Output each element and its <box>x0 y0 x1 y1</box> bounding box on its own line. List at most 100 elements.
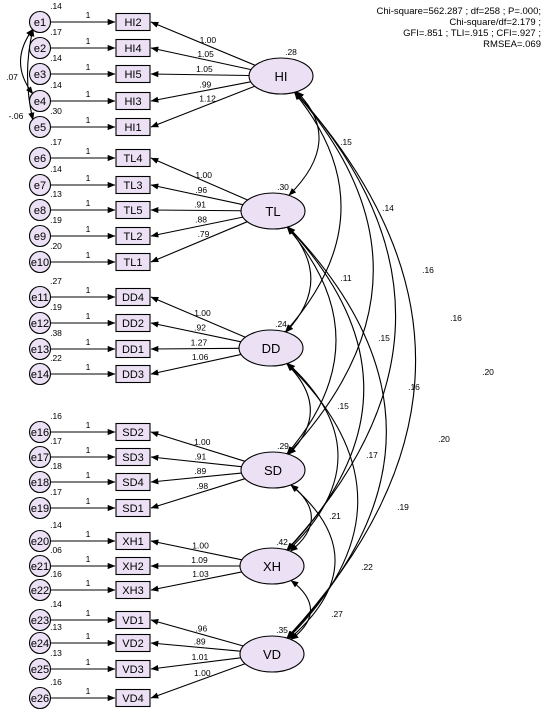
indicator-box <box>115 447 151 467</box>
error-name: e22 <box>31 585 49 597</box>
error-node-e21: e21 <box>28 554 52 578</box>
loading-path-tl3 <box>150 183 244 206</box>
error-variance-e3: .14 <box>50 53 62 63</box>
latent-variance-xh: .42 <box>276 537 288 547</box>
error-name: e12 <box>31 318 49 330</box>
error-path-weight-e11: 1 <box>86 285 91 295</box>
indicator-name: VD3 <box>122 664 143 676</box>
error-variance-e17: .17 <box>50 436 62 446</box>
indicator-vd1: VD1 <box>115 610 151 630</box>
indicator-name: TL2 <box>124 231 143 243</box>
error-node-e5: e5 <box>28 115 52 139</box>
latent-name: DD <box>262 341 281 356</box>
loading-path-vd4 <box>150 663 246 699</box>
loading-path-tl4 <box>150 157 248 201</box>
error-name: e6 <box>34 153 46 165</box>
indicator-name: TL3 <box>124 180 143 192</box>
error-node-e19: e19 <box>28 496 52 520</box>
indicator-box <box>115 422 151 442</box>
latent-ellipse <box>238 329 304 367</box>
error-variance-e22: .16 <box>50 569 62 579</box>
indicator-box <box>115 148 151 168</box>
latent-vd: VD <box>239 635 305 673</box>
loading-label-vd1: .96 <box>195 623 207 633</box>
error-name: e9 <box>34 231 46 243</box>
error-variance-e23: .14 <box>50 599 62 609</box>
error-circle <box>28 89 52 113</box>
indicator-name: HI5 <box>124 69 141 81</box>
error-name: e21 <box>31 561 49 573</box>
error-name: e16 <box>31 427 49 439</box>
error-node-e10: e10 <box>28 250 52 274</box>
indicator-box <box>115 472 151 492</box>
loading-path-xh3 <box>150 571 242 592</box>
error-name: e8 <box>34 205 46 217</box>
covariance-label-sd-xh: .21 <box>329 511 341 521</box>
covariance-label-hi-xh: .16 <box>450 313 462 323</box>
error-path-weight-e17: 1 <box>86 445 91 455</box>
loading-path-vd3 <box>150 657 241 672</box>
latent-name: VD <box>263 647 281 662</box>
indicator-name: DD2 <box>122 318 144 330</box>
loading-path-xh1 <box>150 539 243 561</box>
indicator-xh3: XH3 <box>115 580 151 600</box>
indicator-name: HI2 <box>124 17 141 29</box>
error-name: e3 <box>34 69 46 81</box>
loading-path-vd1 <box>150 619 244 647</box>
error-variance-e16: .16 <box>50 411 62 421</box>
loading-label-xh1: 1.00 <box>192 540 209 550</box>
indicator-dd1: DD1 <box>115 339 151 359</box>
error-path-weight-e2: 1 <box>86 36 91 46</box>
error-variance-e12: .19 <box>50 302 62 312</box>
error-node-e2: e2 <box>28 36 52 60</box>
error-circle <box>28 311 52 335</box>
loading-label-tl3: .96 <box>195 185 207 195</box>
covariance-label-xh-vd: .27 <box>331 609 343 619</box>
indicator-box <box>115 659 151 679</box>
indicator-box <box>115 580 151 600</box>
error-name: e10 <box>31 257 49 269</box>
error-path-weight-e6: 1 <box>86 146 91 156</box>
indicator-box <box>115 200 151 220</box>
error-node-e26: e26 <box>28 686 52 710</box>
indicator-name: HI1 <box>124 122 141 134</box>
indicator-tl4: TL4 <box>115 148 151 168</box>
indicator-vd3: VD3 <box>115 659 151 679</box>
indicator-box <box>115 633 151 653</box>
error-name: e23 <box>31 615 49 627</box>
loading-label-tl2: .88 <box>195 215 207 225</box>
error-circle <box>28 578 52 602</box>
latent-sd: SD <box>240 451 306 489</box>
indicator-name: XH1 <box>122 536 143 548</box>
error-node-e6: e6 <box>28 146 52 170</box>
fit-line-gfi-tli-cfi: GFI=.851 ; TLI=.915 ; CFI=.927 ; <box>403 28 541 39</box>
latent-xh: XH <box>239 547 305 585</box>
error-path-weight-e7: 1 <box>86 173 91 183</box>
loading-path-tl2 <box>150 216 244 238</box>
loading-label-sd4: .89 <box>194 466 206 476</box>
indicator-tl5: TL5 <box>115 200 151 220</box>
loading-path-hi4 <box>150 46 252 71</box>
error-circle <box>28 686 52 710</box>
indicator-name: SD4 <box>122 477 143 489</box>
indicator-name: HI4 <box>124 43 141 55</box>
error-circle <box>28 285 52 309</box>
covariance-arc-hi-vd <box>286 91 417 639</box>
error-name: e24 <box>31 638 49 650</box>
loading-label-hi4: 1.05 <box>197 49 214 59</box>
indicator-box <box>115 91 151 111</box>
error-name: e2 <box>34 43 46 55</box>
loading-label-sd3: .91 <box>194 451 206 461</box>
error-path-weight-e8: 1 <box>86 198 91 208</box>
covariance-label-tl-xh: .16 <box>408 382 420 392</box>
loading-label-xh2: 1.09 <box>191 555 208 565</box>
indicator-box <box>115 175 151 195</box>
indicator-box <box>115 38 151 58</box>
error-variance-e1: .14 <box>50 1 62 11</box>
error-covariance-label-e1-e5: -.06 <box>9 111 24 121</box>
latent-name: TL <box>265 204 280 219</box>
indicator-hi1: HI1 <box>115 117 151 137</box>
indicator-box <box>115 498 151 518</box>
error-variance-e14: .22 <box>50 353 62 363</box>
